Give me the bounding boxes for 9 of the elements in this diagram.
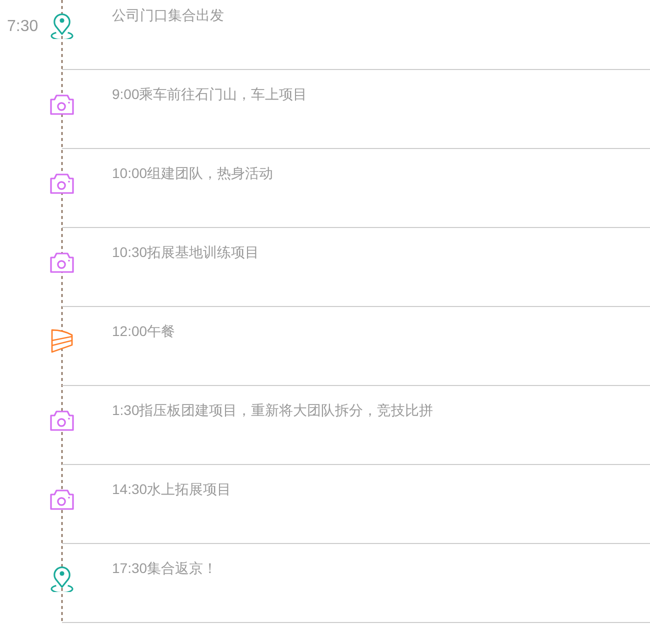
- event-text: 公司门口集合出发: [112, 6, 224, 25]
- event-text: 9:00乘车前往石门山，车上项目: [112, 85, 308, 104]
- event-text: 12:00午餐: [112, 322, 176, 341]
- event-text: 10:00组建团队，热身活动: [112, 164, 274, 183]
- event-text: 1:30指压板团建项目，重新将大团队拆分，竞技比拼: [112, 401, 434, 420]
- event-text: 14:30水上拓展项目: [112, 480, 232, 499]
- time-label: 7:30: [7, 17, 38, 37]
- event-text: 17:30集合返京！: [112, 559, 218, 578]
- event-text: 10:30拓展基地训练项目: [112, 243, 260, 262]
